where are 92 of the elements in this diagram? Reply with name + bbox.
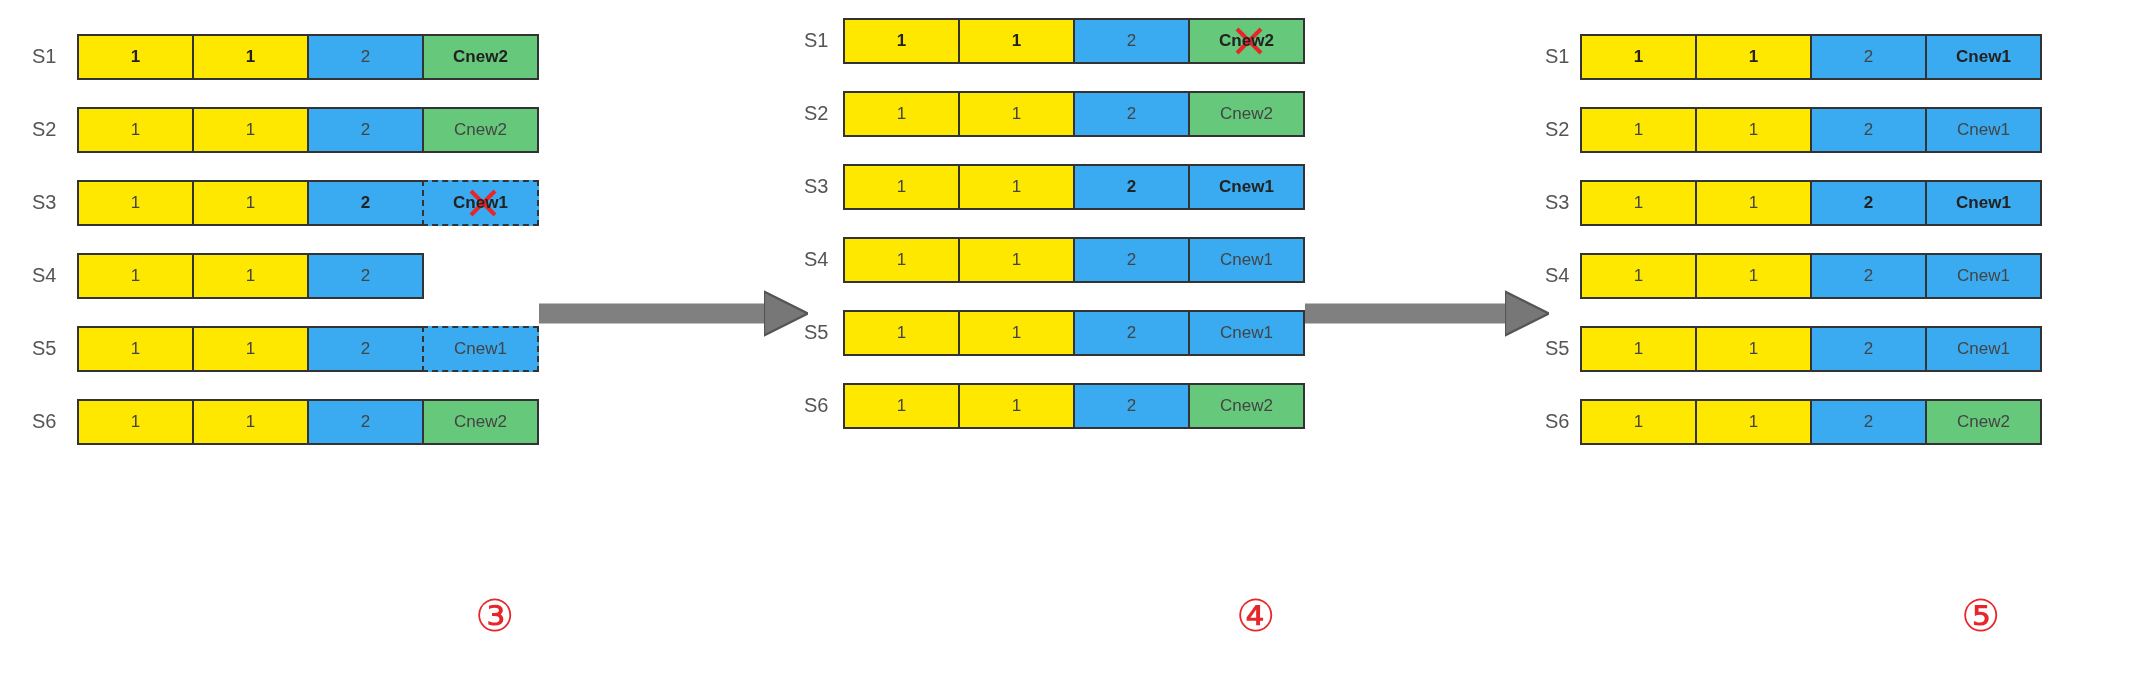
log-entry: 2 xyxy=(1073,310,1190,356)
log-entry: 1 xyxy=(1695,34,1812,80)
step-number: ④ xyxy=(1236,590,1275,641)
log-entry: 1 xyxy=(77,180,194,226)
log-entry: Cnew1 xyxy=(1925,180,2042,226)
log-entry: 1 xyxy=(843,237,960,283)
log-entry: 2 xyxy=(1810,399,1927,445)
log-entry: 1 xyxy=(77,326,194,372)
log-entry: 2 xyxy=(307,34,424,80)
server-label: S4 xyxy=(32,264,57,287)
log-entry: Cnew1 xyxy=(1925,326,2042,372)
log-entry: 1 xyxy=(77,34,194,80)
log-entry: Cnew1 xyxy=(1188,164,1305,210)
log-entry: 1 xyxy=(1695,253,1812,299)
log-entry: Cnew2 xyxy=(422,399,539,445)
log-entry: 1 xyxy=(77,107,194,153)
log-entry: 1 xyxy=(1695,180,1812,226)
log-entry: 1 xyxy=(958,164,1075,210)
log-entry: 1 xyxy=(843,18,960,64)
log-entry: 1 xyxy=(192,253,309,299)
log-entry: 1 xyxy=(843,383,960,429)
log-entry: 1 xyxy=(192,34,309,80)
log-entry: 2 xyxy=(1810,253,1927,299)
log-entry: Cnew2 xyxy=(1188,383,1305,429)
log-entry: 1 xyxy=(843,164,960,210)
log-entry: 1 xyxy=(1580,399,1697,445)
server-label: S5 xyxy=(32,337,57,360)
log-entry: 1 xyxy=(192,180,309,226)
server-label: S3 xyxy=(32,191,57,214)
server-label: S1 xyxy=(1545,45,1570,68)
log-entry: 2 xyxy=(307,180,424,226)
server-label: S5 xyxy=(1545,337,1570,360)
log-entry: 2 xyxy=(1810,180,1927,226)
log-entry: 1 xyxy=(192,326,309,372)
log-entry: 1 xyxy=(1580,34,1697,80)
server-label: S6 xyxy=(32,410,57,433)
log-entry: 1 xyxy=(1695,107,1812,153)
log-entry: 1 xyxy=(843,91,960,137)
log-entry: 1 xyxy=(1580,326,1697,372)
server-label: S2 xyxy=(1545,118,1570,141)
log-entry: 1 xyxy=(958,18,1075,64)
log-entry: 2 xyxy=(307,326,424,372)
log-entry: 1 xyxy=(958,383,1075,429)
server-label: S3 xyxy=(1545,191,1570,214)
log-entry: 2 xyxy=(1073,164,1190,210)
log-entry: 1 xyxy=(1695,326,1812,372)
log-entry: 2 xyxy=(307,107,424,153)
log-entry: Cnew1 xyxy=(1925,253,2042,299)
arrow xyxy=(1305,290,1551,337)
server-label: S2 xyxy=(804,102,829,125)
log-entry: 1 xyxy=(843,310,960,356)
log-entry: Cnew2 xyxy=(422,34,539,80)
log-entry: 2 xyxy=(307,253,424,299)
log-entry: 2 xyxy=(1073,383,1190,429)
server-label: S3 xyxy=(804,175,829,198)
log-entry: Cnew2 xyxy=(1188,91,1305,137)
server-label: S5 xyxy=(804,321,829,344)
log-entry: 1 xyxy=(1695,399,1812,445)
log-entry: 2 xyxy=(1073,18,1190,64)
log-entry: 2 xyxy=(1073,237,1190,283)
log-entry: Cnew1 xyxy=(1925,34,2042,80)
server-label: S6 xyxy=(804,394,829,417)
server-label: S4 xyxy=(1545,264,1570,287)
server-label: S6 xyxy=(1545,410,1570,433)
log-entry: 1 xyxy=(1580,253,1697,299)
log-entry: 1 xyxy=(192,399,309,445)
log-entry: 1 xyxy=(1580,107,1697,153)
log-entry: 2 xyxy=(307,399,424,445)
log-entry: Cnew1 xyxy=(422,326,539,372)
step-number: ⑤ xyxy=(1961,590,2000,641)
log-entry: 2 xyxy=(1073,91,1190,137)
server-label: S4 xyxy=(804,248,829,271)
log-entry: 1 xyxy=(77,399,194,445)
log-entry: 1 xyxy=(958,91,1075,137)
log-entry: 2 xyxy=(1810,107,1927,153)
arrow xyxy=(539,290,810,337)
server-label: S1 xyxy=(804,29,829,52)
log-entry: Cnew1 xyxy=(1188,310,1305,356)
server-label: S2 xyxy=(32,118,57,141)
log-entry: 1 xyxy=(958,237,1075,283)
log-entry: Cnew2 xyxy=(1925,399,2042,445)
log-entry: 2 xyxy=(1810,326,1927,372)
log-entry: 1 xyxy=(77,253,194,299)
log-entry: Cnew1 xyxy=(1925,107,2042,153)
server-label: S1 xyxy=(32,45,57,68)
log-entry: 1 xyxy=(958,310,1075,356)
log-entry: 1 xyxy=(192,107,309,153)
step-number: ③ xyxy=(475,590,514,641)
log-entry: 1 xyxy=(1580,180,1697,226)
log-entry: Cnew2 xyxy=(422,107,539,153)
log-entry: Cnew1 xyxy=(1188,237,1305,283)
log-entry: 2 xyxy=(1810,34,1927,80)
